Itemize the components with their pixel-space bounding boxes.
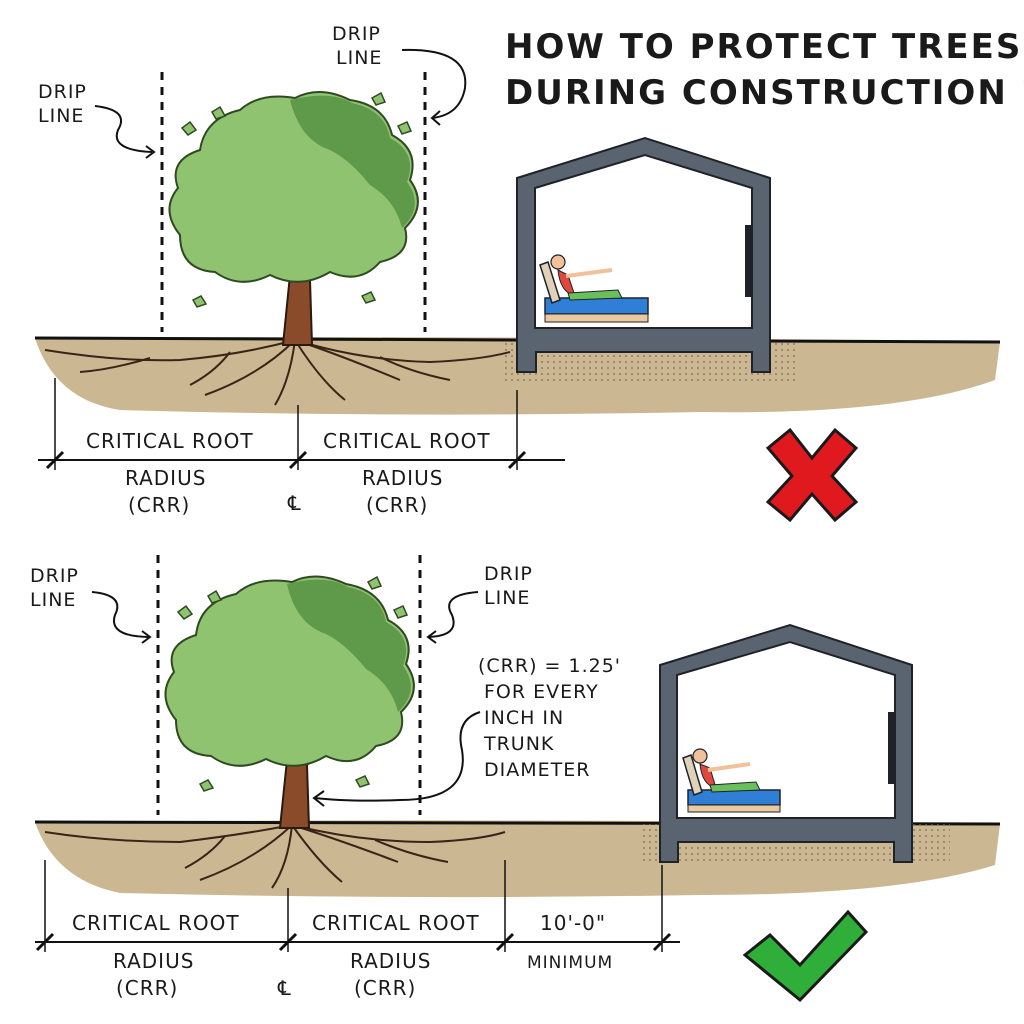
x-mark-icon — [765, 427, 859, 523]
crr-right-radius-bottom: RADIUS — [350, 949, 431, 973]
drip-line-label-left-1: DRIP — [38, 81, 87, 103]
tree-roots — [44, 339, 511, 406]
drip-arrow-right — [401, 48, 467, 119]
crr-note-line2: FOR EVERY — [484, 681, 599, 703]
drip-line-label-left-2-bottom: LINE — [30, 589, 76, 611]
crr-note-line4: TRUNK — [483, 733, 554, 755]
person-head-bottom — [692, 748, 708, 764]
crr-right-abbr: (CRR) — [366, 493, 428, 517]
crr-left-title-bottom: CRITICAL ROOT — [72, 911, 240, 935]
falling-leaves-bottom — [176, 575, 409, 792]
drip-line-label-right-1: DRIP — [332, 23, 381, 45]
setback-distance: 10'-0" — [540, 911, 606, 935]
centerline-symbol: ℄ — [287, 491, 302, 515]
drip-arrow-left — [94, 105, 153, 153]
drip-arrow-right-bottom — [427, 591, 479, 638]
crr-left-abbr-bottom: (CRR) — [116, 976, 178, 1000]
drip-line-label-left-1-bottom: DRIP — [30, 565, 79, 587]
crr-right-title-bottom: CRITICAL ROOT — [312, 911, 480, 935]
crr-note-line1: (CRR) = 1.25' — [478, 655, 621, 677]
drip-line-label-right-1-bottom: DRIP — [484, 563, 533, 585]
building-bottom — [659, 623, 913, 863]
falling-leaves — [180, 91, 413, 308]
crr-left-radius: RADIUS — [125, 466, 206, 490]
drip-line-label-right-2: LINE — [336, 47, 382, 69]
crr-right-abbr-bottom: (CRR) — [354, 976, 416, 1000]
tree-canopy-shade — [290, 95, 415, 228]
crr-note-line3: INCH IN — [484, 707, 564, 729]
building-top — [516, 136, 771, 373]
check-mark-icon — [742, 909, 869, 1003]
diagram-title-line2: DURING CONSTRUCTION ? — [505, 73, 1024, 113]
drip-line-label-right-2-bottom: LINE — [484, 587, 530, 609]
crr-left-abbr: (CRR) — [128, 493, 190, 517]
tree-canopy-shade-bottom — [287, 579, 411, 712]
bottom-panel: DRIP LINE DRIP LINE (CRR) = 1.25' FOR EV… — [30, 555, 1001, 1003]
crr-note-leader — [314, 711, 481, 802]
top-panel: DRIP LINE DRIP LINE C — [34, 23, 1001, 523]
tree-roots-bottom — [44, 824, 506, 889]
crr-left-radius-bottom: RADIUS — [113, 949, 194, 973]
crr-note-line5: DIAMETER — [484, 759, 590, 781]
drip-arrow-left-bottom — [91, 591, 149, 638]
crr-right-title: CRITICAL ROOT — [323, 429, 491, 453]
crr-right-radius: RADIUS — [362, 466, 443, 490]
centerline-symbol-bottom: ℄ — [277, 976, 292, 1000]
crr-left-title: CRITICAL ROOT — [86, 429, 254, 453]
person-head — [550, 254, 566, 270]
diagram-title-line1: HOW TO PROTECT TREES — [505, 27, 1022, 67]
setback-minimum: MINIMUM — [527, 953, 613, 973]
drip-line-label-left-2: LINE — [38, 105, 84, 127]
